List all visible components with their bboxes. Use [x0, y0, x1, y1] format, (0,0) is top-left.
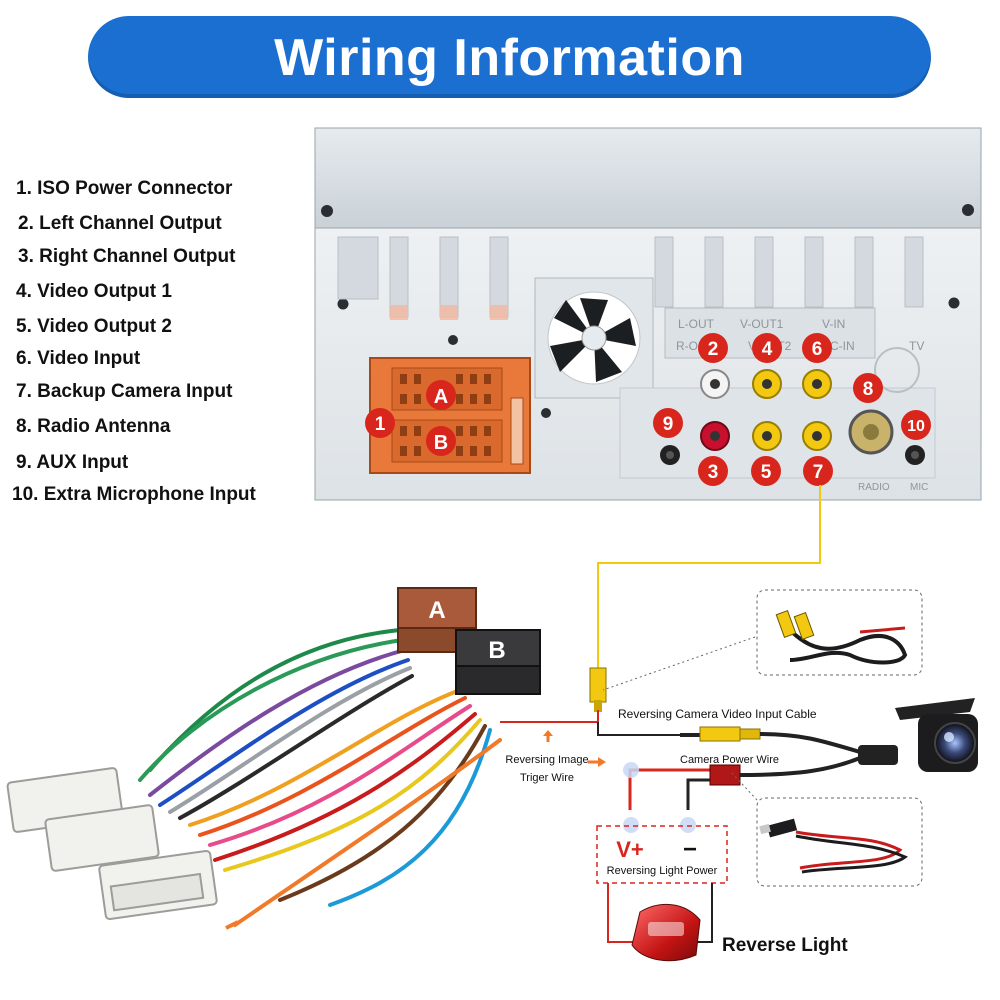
badge-7: 7 [803, 456, 833, 486]
junction-marker [623, 817, 639, 833]
heatsink-fins [337, 236, 924, 318]
rca-jack-yellow [752, 421, 782, 451]
rca-cable-photo [775, 610, 908, 665]
cooling-fan-icon [534, 277, 654, 399]
reversing-power-box [596, 825, 728, 884]
trigger-label-line2: Triger Wire [520, 772, 574, 784]
svg-text:4: 4 [762, 339, 773, 360]
head-unit-rear: A B L-OUT V-OUT1 V-IN R-O V-OUT2 C-IN TV… [314, 127, 982, 501]
power-cable-photo [759, 818, 908, 874]
badge-9: 9 [653, 408, 683, 438]
inset-rca-cable [756, 589, 923, 676]
badge-10: 10 [901, 410, 931, 440]
legend-item-backup-camera-input: 7. Backup Camera Input [16, 381, 233, 402]
number-badges: 1 2 3 4 5 6 7 8 9 10 [365, 333, 931, 486]
plug-b-label: B [488, 637, 505, 664]
title-banner: Wiring Information [88, 16, 931, 98]
legend-item-video-output-1: 4. Video Output 1 [16, 281, 172, 302]
badge-4: 4 [752, 333, 782, 363]
badge-8: 8 [853, 373, 883, 403]
junction-marker [680, 817, 696, 833]
svg-text:10: 10 [907, 418, 925, 435]
power-wire-label: Camera Power Wire [680, 754, 779, 766]
legend-item-iso-power: 1. ISO Power Connector [16, 178, 233, 199]
svg-text:6: 6 [812, 339, 823, 360]
vehicle-plugs [6, 767, 218, 921]
iso-a-label: A [434, 386, 448, 408]
camera-wiring: Reversing Camera Video Input Cable Rever… [500, 485, 978, 962]
badge-6: 6 [802, 333, 832, 363]
iso-a-badge [426, 380, 456, 410]
reverse-light-icon [631, 903, 701, 962]
unit-top-cover [314, 127, 982, 231]
junction-marker [623, 762, 639, 778]
rca-jack-red [700, 421, 730, 451]
rca-plug-yellow [589, 667, 607, 712]
panel-text-ro: R-O [676, 339, 698, 353]
connector-glow [390, 305, 508, 320]
panel-text-tv: TV [909, 339, 924, 353]
vminus-label: − [683, 836, 697, 863]
arrow-right-icon [598, 757, 606, 767]
legend-item-video-input: 6. Video Input [16, 348, 141, 369]
vplus-label: V+ [616, 837, 644, 862]
plug-a-label: A [428, 597, 445, 624]
panel-text-vout1: V-OUT1 [740, 317, 784, 331]
inset-power-cable [756, 797, 923, 887]
rca-jack-white [700, 369, 730, 399]
svg-text:7: 7 [813, 462, 824, 483]
legend-item-right-channel: 3. Right Channel Output [18, 246, 236, 267]
panel-text-mic: MIC [910, 482, 928, 493]
svg-text:8: 8 [863, 379, 874, 400]
arrow-up-icon [543, 730, 553, 736]
harness-plug-b: B [455, 629, 541, 695]
panel-text-cin: C-IN [830, 339, 855, 353]
badge-3: 3 [698, 456, 728, 486]
screw-icon [948, 297, 960, 309]
svg-text:3: 3 [708, 462, 719, 483]
screw-icon [321, 205, 333, 217]
svg-text:5: 5 [761, 462, 772, 483]
camera-cable-boot [858, 745, 898, 765]
badge-2: 2 [698, 333, 728, 363]
iso-b-badge [426, 426, 456, 456]
panel-text-lout: L-OUT [678, 317, 715, 331]
badge-5: 5 [751, 456, 781, 486]
svg-text:2: 2 [708, 339, 719, 360]
badge-1: 1 [365, 408, 395, 438]
video-cable-label: Reversing Camera Video Input Cable [618, 707, 817, 721]
tv-port [874, 347, 920, 393]
reversing-power-label: Reversing Light Power [607, 865, 718, 877]
video-cable-connector [699, 726, 741, 742]
iso-b-label: B [434, 432, 448, 454]
legend-item-extra-mic-input: 10. Extra Microphone Input [12, 484, 256, 505]
svg-text:1: 1 [375, 414, 386, 435]
screw-icon [541, 408, 551, 418]
screw-icon [337, 298, 349, 310]
legend-item-radio-antenna: 8. Radio Antenna [16, 416, 171, 437]
rca-jack-yellow [752, 369, 782, 399]
screw-icon [448, 335, 458, 345]
wiring-harness: A B [6, 587, 541, 930]
reverse-light-label: Reverse Light [722, 935, 848, 956]
antenna-socket [848, 409, 894, 455]
page-title: Wiring Information [274, 29, 745, 87]
legend-item-left-channel: 2. Left Channel Output [18, 213, 222, 234]
backup-camera-icon [895, 698, 978, 772]
rca-jack-yellow [802, 421, 832, 451]
panel-text-radio: RADIO [858, 482, 890, 493]
aux-jack [660, 445, 680, 465]
rca-jack-yellow [802, 369, 832, 399]
svg-text:9: 9 [663, 414, 674, 435]
mic-jack [905, 445, 925, 465]
iso-connector: A B [369, 357, 531, 474]
panel-text-vin: V-IN [822, 317, 845, 331]
screw-icon [962, 204, 974, 216]
trigger-label-line1: Reversing Image [505, 754, 588, 766]
legend-item-video-output-2: 5. Video Output 2 [16, 316, 172, 337]
legend-item-aux-input: 9. AUX Input [16, 452, 129, 473]
